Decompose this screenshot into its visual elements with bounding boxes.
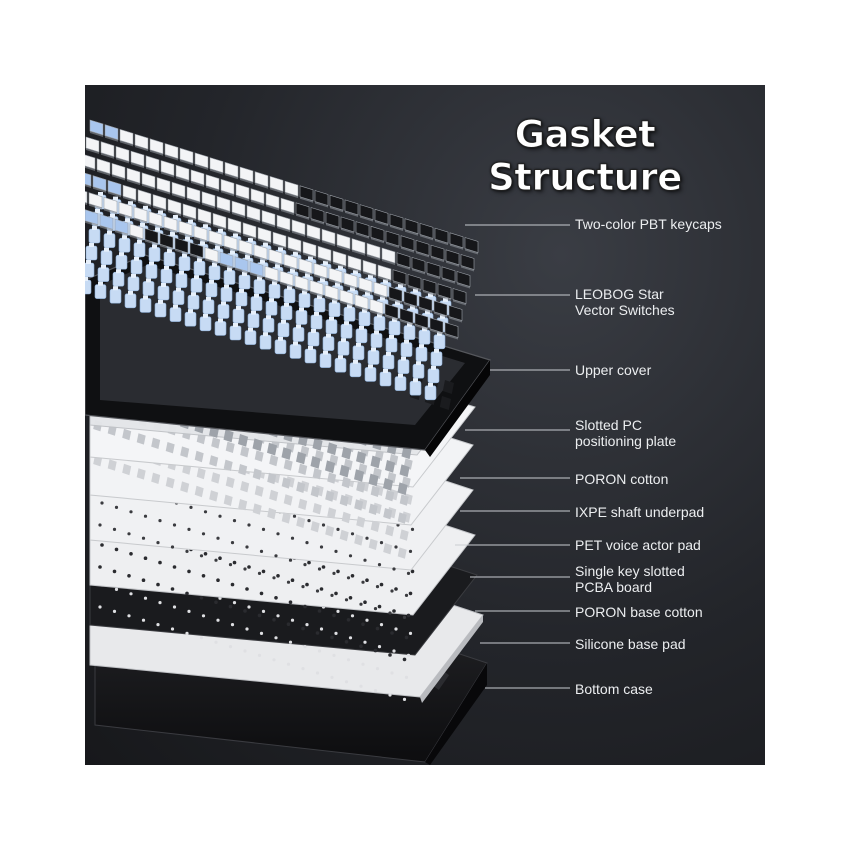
exploded-view-panel: Gasket Structure Two-color PBT keycaps L… [85,85,765,765]
label-ixpe-underpad: IXPE shaft underpad [575,504,705,520]
switches-layer [85,192,452,401]
label-poron-base-cotton: PORON base cotton [575,604,703,620]
label-silicone-base-pad: Silicone base pad [575,636,686,652]
label-upper-cover: Upper cover [575,362,652,378]
keycaps-layer [85,119,479,340]
leader-lines [455,224,570,689]
label-switches: LEOBOG Star Vector Switches [575,286,675,318]
keyboard-exploded-illustration [85,119,570,765]
label-bottom-case: Bottom case [575,681,653,697]
page-title: Gasket Structure [488,113,683,200]
label-pet-pad: PET voice actor pad [575,537,701,553]
label-keycaps: Two-color PBT keycaps [575,216,722,232]
label-pcba-board: Single key slotted PCBA board [575,563,685,595]
label-pc-plate: Slotted PC positioning plate [575,417,677,449]
label-poron-cotton: PORON cotton [575,471,669,487]
